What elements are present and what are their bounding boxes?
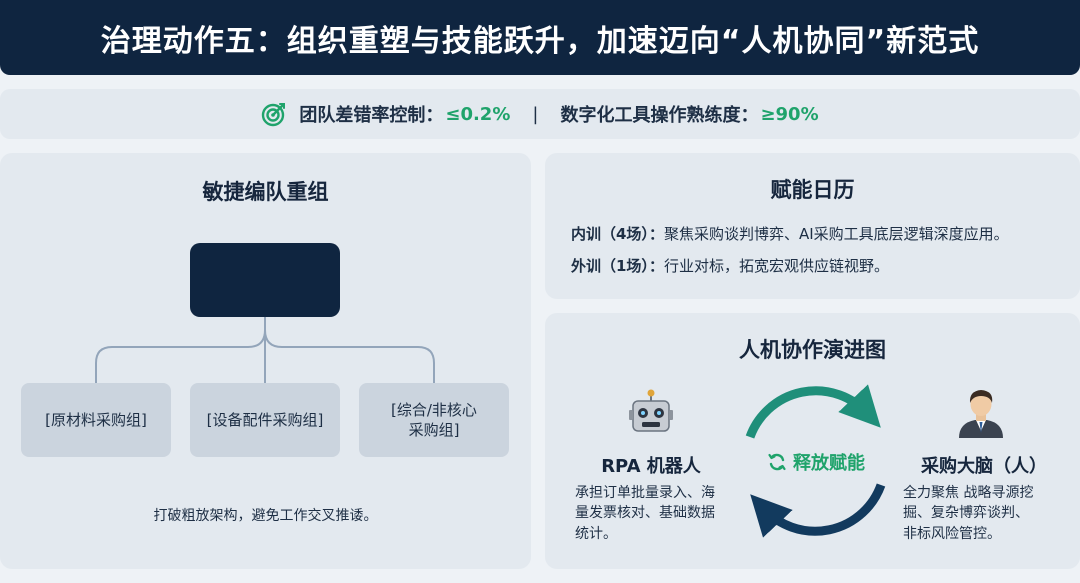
kpi-bar: 团队差错率控制： ≤0.2% | 数字化工具操作熟练度： ≥90%	[0, 89, 1080, 139]
evolution-graphics	[629, 384, 1003, 538]
cycle-arrow-top	[745, 384, 881, 439]
target-icon	[262, 103, 286, 127]
agile-note: 打破粗放架构，避免工作交叉推诿。	[153, 508, 378, 524]
org-root-node	[190, 243, 340, 317]
calendar-external-training: 外训（1场）：行业对标，拓宽宏观供应链视野。	[571, 257, 889, 275]
kpi-proficiency-label: 数字化工具操作熟练度：	[560, 105, 759, 126]
robot-role-title: RPA 机器人	[601, 456, 701, 477]
cycle-arrow-bottom	[750, 483, 886, 538]
group-raw-materials: [原材料采购组]	[21, 383, 171, 457]
robot-role-description: 承担订单批量录入、海 量发票核对、基础数据 统计。	[575, 485, 715, 542]
header-banner: 治理动作五：组织重塑与技能跃升，加速迈向“人机协同”新范式	[0, 0, 1080, 75]
group-general-noncore: [综合/非核心 采购组]	[359, 383, 509, 457]
evolution-title: 人机协作演进图	[739, 338, 886, 362]
kpi-separator: |	[532, 103, 539, 125]
kpi-error-label: 团队差错率控制：	[299, 105, 444, 126]
calendar-title: 赋能日历	[770, 178, 855, 202]
page-title: 治理动作五：组织重塑与技能跃升，加速迈向“人机协同”新范式	[100, 23, 980, 59]
release-empowerment-label: 释放赋能	[761, 449, 871, 475]
human-role-description: 全力聚焦 战略寻源挖 掘、复杂博弈谈判、 非标风险管控。	[903, 485, 1034, 542]
kpi-proficiency-value: ≥90%	[760, 103, 819, 125]
calendar-internal-training: 内训（4场）：聚焦采购谈判博弈、AI采购工具底层逻辑深度应用。	[571, 225, 1009, 243]
refresh-icon	[768, 453, 786, 471]
agile-panel-title: 敏捷编队重组	[202, 180, 329, 204]
human-role-title: 采购大脑（人）	[921, 456, 1047, 477]
person-icon	[959, 390, 1003, 438]
robot-icon	[629, 389, 673, 432]
kpi-error-value: ≤0.2%	[445, 103, 511, 125]
human-machine-evolution-panel: 人机协作演进图	[545, 313, 1080, 569]
group-equipment-parts: [设备配件采购组]	[190, 383, 340, 457]
empowerment-calendar-panel: 赋能日历 内训（4场）：聚焦采购谈判博弈、AI采购工具底层逻辑深度应用。 外训（…	[545, 153, 1080, 299]
org-tree-connectors	[95, 317, 435, 383]
